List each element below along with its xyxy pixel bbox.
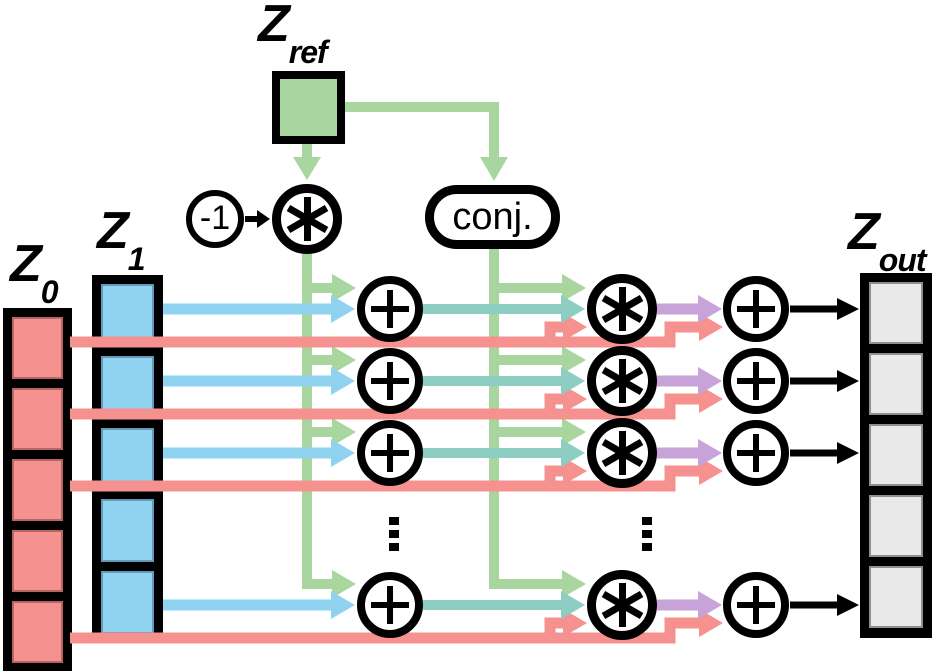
zout-cell <box>869 566 923 628</box>
z1-cell <box>101 571 154 634</box>
plus-icon <box>737 434 775 472</box>
z0-subscript: 0 <box>40 274 59 310</box>
zref-label: Zref <box>258 0 328 70</box>
z1-label: Z1 <box>97 202 146 277</box>
zout-subscript: out <box>878 242 927 278</box>
z0-label: Z0 <box>10 235 59 310</box>
output-plus-node-row-last <box>723 572 789 638</box>
plus-icon <box>371 586 409 624</box>
multiply-node-row-last <box>587 570 657 640</box>
zout-cell <box>869 353 923 415</box>
asterisk-icon <box>599 358 645 404</box>
z1-wires <box>163 295 355 619</box>
zout-vector-column <box>860 273 932 638</box>
z0-cell <box>12 530 63 592</box>
z1-cell <box>101 427 154 491</box>
plus-node-row-last <box>357 572 423 638</box>
minus-one-node: -1 <box>186 190 244 248</box>
multiply-node-row-2 <box>587 346 657 416</box>
z0-cell <box>12 388 63 450</box>
z0-cell <box>12 459 63 521</box>
asterisk-icon <box>284 196 330 242</box>
zref-node <box>272 71 345 144</box>
asterisk-icon <box>599 430 645 476</box>
asterisk-icon <box>599 286 645 332</box>
vertical-ellipsis-icon <box>389 517 399 551</box>
zout-cell <box>869 495 923 557</box>
plus-icon <box>737 586 775 624</box>
asterisk-icon <box>599 582 645 628</box>
z1-vector-column <box>92 275 163 643</box>
z0-vector-column <box>3 308 72 671</box>
neg-zref-bus <box>302 254 356 598</box>
product-to-sum-wires <box>657 295 722 619</box>
multiply-node-row-1 <box>587 274 657 344</box>
plus-icon <box>371 362 409 400</box>
sum-to-multiply-wires <box>423 295 585 619</box>
zout-label: Zout <box>848 203 927 278</box>
output-plus-node-row-3 <box>723 420 789 486</box>
plus-icon <box>737 290 775 328</box>
zref-subscript: ref <box>288 34 328 70</box>
zout-cell <box>869 424 923 486</box>
plus-node-row-2 <box>357 348 423 414</box>
plus-icon <box>371 290 409 328</box>
output-plus-node-row-1 <box>723 276 789 342</box>
multiply-node-top <box>272 184 342 254</box>
minus-one-label: -1 <box>199 198 231 237</box>
output-plus-node-row-2 <box>723 348 789 414</box>
minus-one-to-multiply-wire <box>245 210 270 228</box>
zref-to-multiply-wire <box>293 143 321 180</box>
vertical-ellipsis-icon <box>642 517 652 551</box>
plus-icon <box>371 434 409 472</box>
multiply-node-row-3 <box>587 418 657 488</box>
zout-cell <box>869 282 923 344</box>
conj-node: conj. <box>425 185 560 249</box>
z1-cell <box>101 284 154 347</box>
plus-node-row-1 <box>357 276 423 342</box>
plus-icon <box>737 362 775 400</box>
z1-subscript: 1 <box>127 241 146 277</box>
z0-cell <box>12 601 63 663</box>
conj-label: conj. <box>452 195 533 238</box>
z1-cell <box>101 499 154 563</box>
plus-node-row-3 <box>357 420 423 486</box>
zref-to-conj-wire <box>345 102 508 181</box>
z1-cell <box>101 355 154 419</box>
conj-zref-bus <box>489 249 586 598</box>
z0-cell <box>12 317 63 379</box>
sum-to-zout-wires <box>790 298 859 616</box>
